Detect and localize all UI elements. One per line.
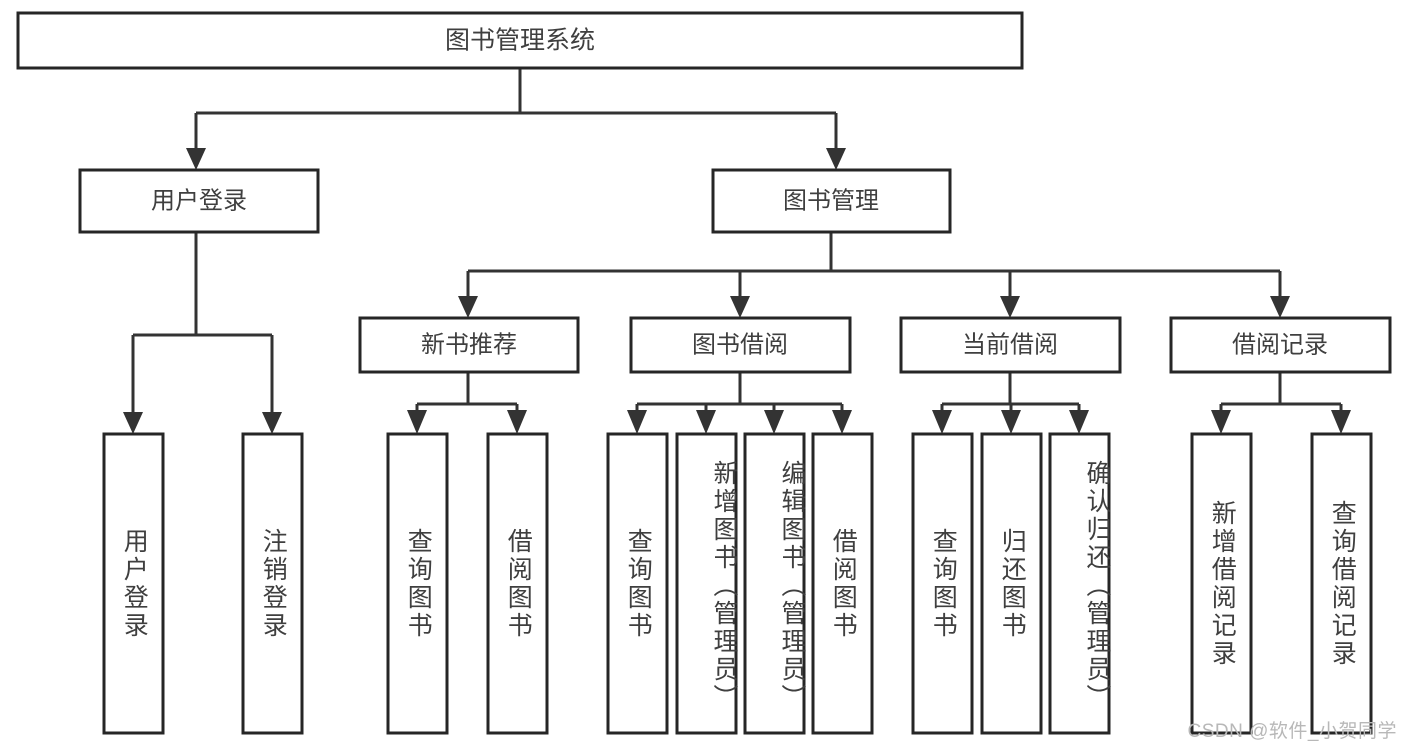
book-management-label: 图书管理 [783, 187, 879, 214]
connector-bookborrow-to-leaves [627, 372, 852, 434]
leaf-box-logout-login[interactable] [241, 432, 304, 735]
user-login-label: 用户登录 [151, 187, 247, 214]
connector-currentborrow-to-leaves [932, 372, 1089, 434]
book-borrow-label: 图书借阅 [692, 331, 788, 358]
leaf-box-query-book-nbr[interactable] [386, 432, 449, 735]
node-book-management[interactable]: 图书管理 [711, 168, 952, 234]
leaf-box-add-book-admin[interactable] [675, 432, 738, 735]
leaf-box-return-book[interactable] [980, 432, 1043, 735]
borrow-record-label: 借阅记录 [1232, 331, 1328, 358]
csdn-watermark: CSDN @软件_小贺同学 [1187, 721, 1397, 742]
root-box[interactable] [16, 11, 1024, 70]
new-book-recommend-box[interactable] [358, 316, 580, 374]
node-user-login[interactable]: 用户登录 [78, 168, 320, 234]
new-book-recommend-label: 新书推荐 [421, 331, 517, 358]
connector-root-to-level2 [186, 68, 846, 170]
connector-bookmgmt-to-level3 [458, 232, 1290, 318]
node-current-borrow[interactable]: 当前借阅 [899, 316, 1122, 374]
leaf-box-borrow-book-bb[interactable] [811, 432, 874, 735]
node-borrow-record[interactable]: 借阅记录 [1169, 316, 1392, 374]
node-root-book-management-system[interactable]: 图书管理系统 [16, 11, 1024, 70]
root-label: 图书管理系统 [445, 27, 595, 55]
book-borrow-box[interactable] [629, 316, 852, 374]
leaf-box-user-login[interactable] [102, 432, 165, 735]
leaf-box-borrow-book-nbr[interactable] [486, 432, 549, 735]
borrow-record-box[interactable] [1169, 316, 1392, 374]
leaf-box-edit-book-admin[interactable] [743, 432, 806, 735]
book-management-box[interactable] [711, 168, 952, 234]
user-login-box[interactable] [78, 168, 320, 234]
current-borrow-label: 当前借阅 [962, 331, 1058, 358]
connector-borrowrecord-to-leaves [1211, 372, 1351, 434]
current-borrow-box[interactable] [899, 316, 1122, 374]
leaf-box-query-borrow-record[interactable] [1310, 432, 1373, 735]
leaf-box-confirm-return-admin[interactable] [1048, 432, 1111, 735]
connector-newbook-to-leaves [407, 372, 527, 434]
connector-userlogin-to-leaves [123, 232, 282, 434]
node-book-borrow[interactable]: 图书借阅 [629, 316, 852, 374]
leaf-box-query-book-bb[interactable] [606, 432, 669, 735]
leaf-box-query-book-cb[interactable] [911, 432, 974, 735]
leaf-box-add-borrow-record[interactable] [1190, 432, 1253, 735]
leaf-boxes [102, 432, 1373, 735]
node-new-book-recommend[interactable]: 新书推荐 [358, 316, 580, 374]
